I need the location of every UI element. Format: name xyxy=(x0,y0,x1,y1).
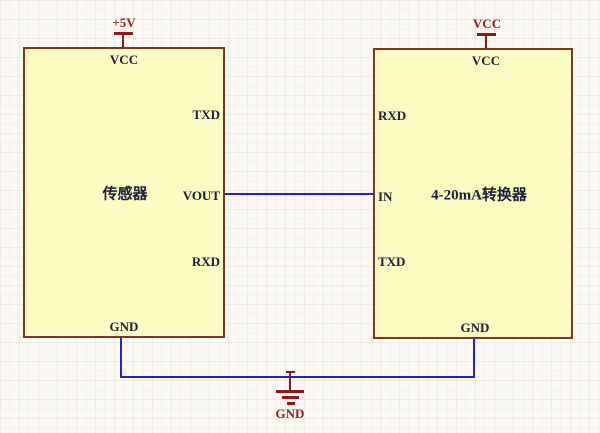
pin-vout: VOUT xyxy=(182,188,220,203)
pin-rxd: RXD xyxy=(191,254,220,269)
power-stub xyxy=(485,36,487,49)
wire-vout-to-in[interactable] xyxy=(224,193,374,195)
pin-gnd: GND xyxy=(109,319,139,334)
block-title-sensor: 传感器 xyxy=(102,186,148,203)
pin-gnd: GND xyxy=(460,320,490,335)
converter-block[interactable]: VCC RXD IN TXD GND 4-20mA转换器 xyxy=(373,48,573,339)
power-bar-icon xyxy=(477,33,496,36)
wire-gnd-horizontal[interactable] xyxy=(120,376,475,378)
power-port-5v-label: +5V xyxy=(112,15,136,30)
ground-stub xyxy=(289,371,291,391)
ground-bar-short xyxy=(287,402,295,405)
block-title-converter: 4-20mA转换器 xyxy=(431,187,527,204)
wire-gnd-right-drop[interactable] xyxy=(473,339,475,378)
pin-in: IN xyxy=(378,189,393,204)
pin-rxd: RXD xyxy=(378,108,407,123)
ground-bar-mid xyxy=(282,396,299,399)
pin-txd: TXD xyxy=(192,107,220,122)
power-bar-icon xyxy=(114,32,133,35)
sensor-block[interactable]: VCC TXD VOUT RXD GND 传感器 xyxy=(23,47,225,338)
pin-txd: TXD xyxy=(378,254,406,269)
pin-vcc: VCC xyxy=(109,52,139,67)
ground-bar-wide xyxy=(276,390,304,393)
pin-vcc: VCC xyxy=(471,53,501,68)
ground-label: GND xyxy=(275,406,305,421)
wire-gnd-left-drop[interactable] xyxy=(120,338,122,378)
power-stub xyxy=(122,35,124,48)
power-port-vcc-label: VCC xyxy=(472,16,502,31)
